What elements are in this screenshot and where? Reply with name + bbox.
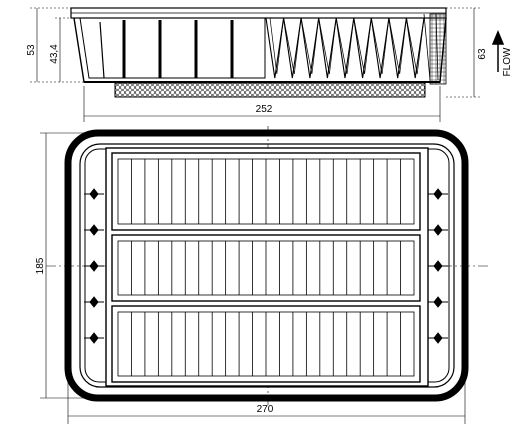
plan-panel [111, 234, 421, 302]
plan-panel [111, 152, 421, 231]
side-dimensions [30, 7, 480, 122]
dim-plan-width: 270 [257, 404, 274, 415]
plan-clip [84, 296, 104, 308]
side-pleat-inner [269, 17, 425, 75]
side-ribs [99, 20, 234, 79]
dim-side-length: 252 [256, 104, 273, 115]
plan-panel [111, 305, 421, 383]
plan-clips [84, 188, 448, 344]
plan-clip [428, 260, 448, 272]
plan-clip [84, 188, 104, 200]
dim-side-height-right: 63 [477, 48, 488, 60]
plan-clip [428, 332, 448, 344]
plan-outer-gasket [64, 129, 469, 402]
dim-plan-height: 185 [35, 257, 46, 274]
side-bottom-mesh [114, 82, 426, 98]
arrow-up-icon [491, 30, 505, 72]
plan-dimensions [40, 132, 466, 424]
dim-side-height-inner: 43,4 [49, 44, 60, 64]
plan-clip [428, 224, 448, 236]
plan-pleated-panels [111, 152, 421, 383]
side-view [70, 7, 447, 98]
side-pleated-media [265, 17, 425, 79]
flow-label: FLOW [502, 47, 513, 76]
flow-indicator: FLOW [491, 30, 513, 76]
side-pleat-zigzag [265, 17, 425, 79]
plan-inner-gasket-line [79, 143, 455, 388]
plan-clip [84, 260, 104, 272]
plan-clip [428, 296, 448, 308]
plan-clip [84, 332, 104, 344]
dim-side-height-outer: 53 [26, 44, 37, 56]
plan-clip [84, 224, 104, 236]
side-right-mesh [429, 13, 447, 85]
plan-view [46, 126, 490, 405]
plan-clip [428, 188, 448, 200]
